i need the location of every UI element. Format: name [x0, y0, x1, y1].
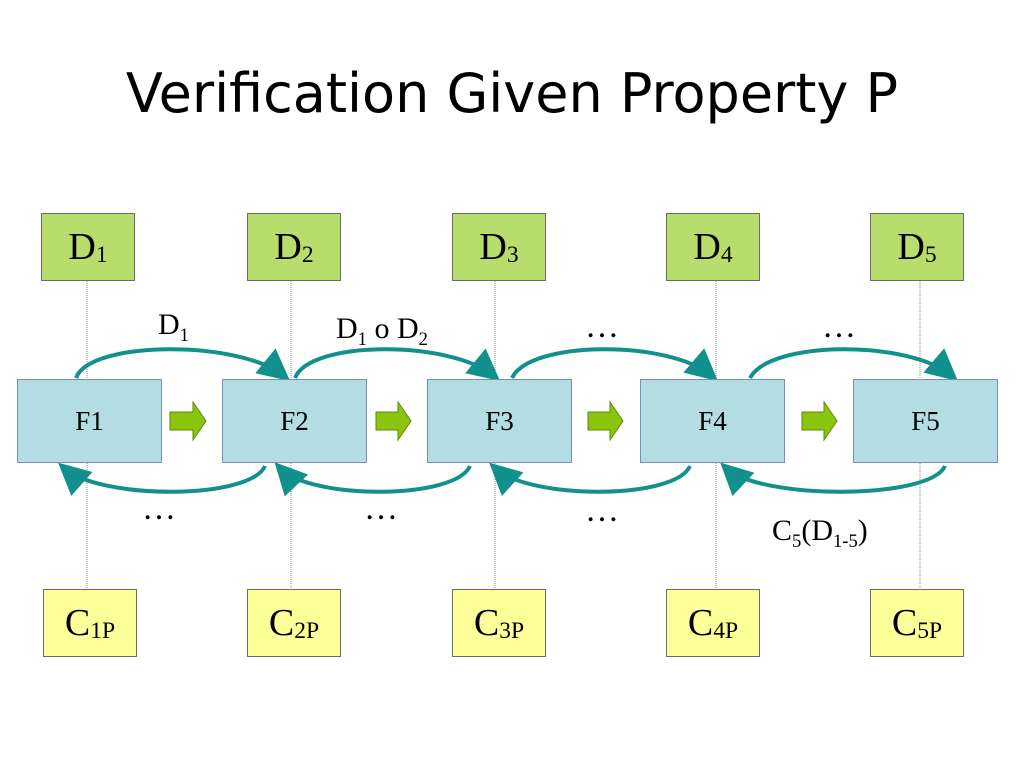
bottom-label-4-inner-sub: 1-5	[832, 530, 858, 552]
block-arrow-4	[801, 400, 838, 442]
d-box-2-sub: 2	[301, 241, 314, 268]
backward-arc-4	[720, 462, 947, 497]
page-title: Verification Given Property P	[125, 62, 899, 125]
bottom-label-4-inner-base: D	[811, 514, 833, 547]
top-label-1: D1	[158, 308, 189, 346]
top-label-2: D1 o D2	[336, 312, 428, 350]
top-label-2-b-sub: 2	[418, 328, 428, 350]
top-label-1-sub: 1	[179, 324, 189, 346]
forward-arc-2	[293, 347, 501, 382]
block-arrow-1	[169, 400, 207, 442]
top-label-4: …	[822, 308, 860, 345]
top-label-3: …	[585, 308, 623, 345]
bottom-label-3: …	[585, 492, 623, 529]
c-box-2-sub: 2P	[294, 617, 320, 644]
d-box-3-sub: 3	[506, 241, 519, 268]
backward-arc-3	[489, 462, 692, 496]
d-box-3-base: D	[479, 226, 507, 268]
block-arrows	[169, 400, 838, 442]
bottom-label-4-open: (	[801, 514, 812, 547]
c-box-5-sub: 5P	[917, 617, 943, 644]
d-box-1-sub: 1	[95, 241, 108, 268]
d-box-5-base: D	[897, 226, 925, 268]
top-label-2-mid: o	[366, 312, 397, 345]
forward-arc-4	[748, 347, 959, 382]
backward-arc-2	[274, 462, 472, 497]
d-box-4-base: D	[693, 226, 721, 268]
f-box-4: F4	[640, 379, 785, 463]
top-label-1-base: D	[158, 308, 180, 341]
c-box-3-base: C	[473, 602, 500, 644]
c-box-2-base: C	[268, 602, 295, 644]
c-box-1-base: C	[64, 602, 91, 644]
forward-arc-1	[74, 347, 291, 382]
d-box-4-sub: 4	[720, 241, 733, 268]
forward-arcs	[74, 347, 959, 382]
bottom-label-4-sub: 5	[792, 530, 802, 552]
f-box-3: F3	[427, 379, 572, 463]
bottom-label-4-close: )	[857, 514, 868, 547]
c-box-5-base: C	[891, 602, 918, 644]
d-box-1-base: D	[68, 226, 96, 268]
d-box-2-base: D	[274, 226, 302, 268]
d-box-5-sub: 5	[924, 241, 937, 268]
f-box-2: F2	[222, 379, 367, 463]
c-box-3-sub: 3P	[499, 617, 525, 644]
block-arrow-3	[587, 400, 624, 442]
backward-arc-1	[58, 462, 267, 496]
c-box-4-base: C	[687, 602, 714, 644]
f-box-1: F1	[17, 379, 162, 463]
f-box-5: F5	[853, 379, 998, 463]
top-label-2-a-sub: 1	[357, 328, 367, 350]
backward-arcs	[58, 462, 947, 497]
top-label-2-b-base: D	[396, 312, 419, 345]
bottom-label-4: C5(D1-5)	[772, 514, 868, 552]
block-arrow-2	[375, 400, 412, 442]
top-label-2-a-base: D	[336, 312, 358, 345]
bottom-label-2: …	[364, 490, 402, 527]
forward-arc-3	[510, 347, 719, 382]
bottom-label-4-base: C	[772, 514, 793, 547]
c-box-1-sub: 1P	[90, 617, 116, 644]
bottom-label-1: …	[142, 490, 180, 527]
c-box-4-sub: 4P	[713, 617, 739, 644]
